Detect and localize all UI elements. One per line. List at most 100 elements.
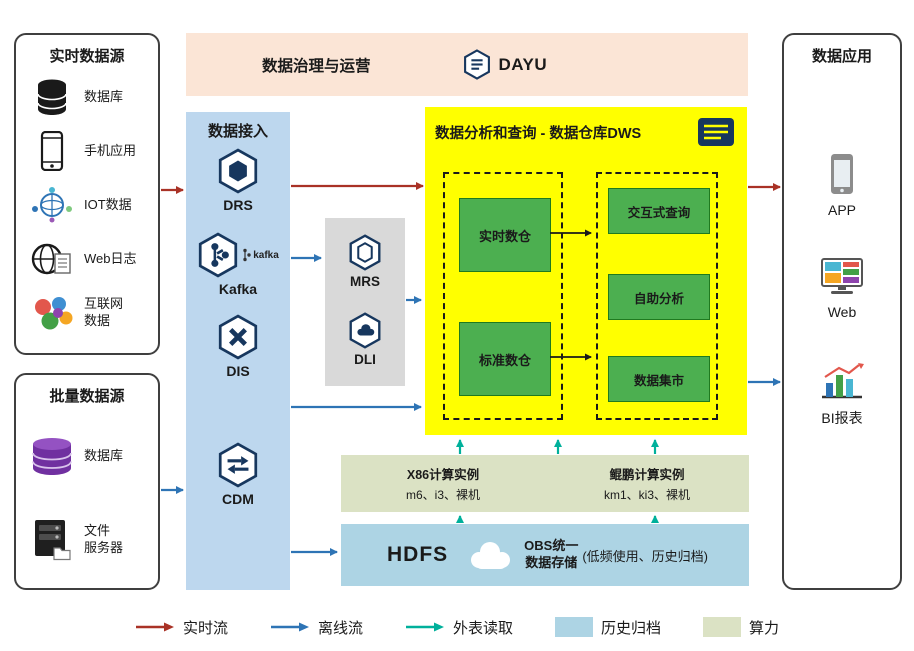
compute-kunpeng: 鲲鹏计算实例 km1、ki3、裸机 [545,455,749,512]
drs-icon [218,148,258,194]
service-label: Kafka [218,281,258,297]
source-item-batch-database: 数据库 [16,414,158,498]
module-realtime-warehouse: 实时数仓 [459,198,551,272]
source-item-fileserver: 文件 服务器 [16,498,158,582]
dli-icon [349,312,381,349]
legend-label: 历史归档 [601,619,662,637]
service-drs: DRS [186,148,290,213]
mrs-icon [349,234,381,271]
dayu-logo: DAYU [463,49,548,80]
governance-title: 数据治理与运营 [262,57,371,75]
legend-compute: 算力 [703,617,779,638]
source-label: Web日志 [84,250,137,266]
module-label: 自助分析 [633,291,684,306]
app-item-web: Web [784,257,900,320]
legend-archive-swatch [555,617,593,637]
service-mrs: MRS [325,234,405,289]
source-label: 文件 服务器 [84,523,124,555]
source-item-weblog: Web日志 [16,232,158,286]
dayu-label: DAYU [498,54,548,74]
ingest-column: 数据接入 DRS [186,112,290,590]
source-item-database: 数据库 [16,70,158,124]
compute-x86: X86计算实例 m6、i3、裸机 [341,455,545,512]
module-label: 实时数仓 [478,228,531,244]
module-label: 标准数仓 [478,352,531,368]
dayu-hexagon-icon [463,49,490,80]
apps-panel: 数据应用 APP [782,33,902,590]
service-label: DLI [354,352,376,367]
service-dli: DLI [325,312,405,367]
compute-strip: X86计算实例 m6、i3、裸机 鲲鹏计算实例 km1、ki3、裸机 [341,455,749,512]
service-label: DRS [223,197,253,213]
compute-specs: m6、i3、裸机 [405,488,480,502]
kafka-logo-icon [243,248,251,262]
app-label: BI报表 [821,410,863,426]
obs-note: (低频使用、历史归档) [582,548,709,564]
phone-icon [24,131,80,171]
web-monitor-icon [819,257,865,297]
legend-external-arrow-icon [405,622,444,632]
legend-external-read: 外表读取 [405,617,513,638]
realtime-sources-title: 实时数据源 [49,48,125,65]
ingest-title: 数据接入 [207,123,268,140]
source-label: IOT数据 [84,196,132,212]
weblog-globe-icon [24,240,80,278]
service-cdm: CDM [186,442,290,507]
legend-compute-swatch [703,617,742,637]
source-label: 数据库 [84,447,124,463]
app-item-app: APP [784,153,900,218]
module-self-service-analysis: 自助分析 [608,274,710,320]
dws-box: 数据分析和查询 - 数据仓库DWS 实时数仓 标准数仓 [425,107,747,435]
database-icon [24,77,80,117]
obs-label: OBS统一 数据存储 [524,538,579,570]
source-label: 互联网 数据 [84,296,124,328]
legend-label: 算力 [749,619,780,637]
app-label: APP [827,202,856,218]
file-server-icon [24,518,80,562]
legend-offline-arrow-icon [270,622,309,632]
cloud-icon [464,538,516,572]
module-standard-warehouse: 标准数仓 [459,322,551,396]
cdm-icon [218,442,258,488]
batch-sources-title: 批量数据源 [49,388,125,405]
app-label: Web [827,304,857,320]
governance-bar: 数据治理与运营 DAYU [186,33,748,96]
legend: 实时流 离线流 外表读取 历史归档 算力 [0,612,914,642]
source-label: 数据库 [84,88,124,104]
module-label: 数据集市 [633,373,684,388]
dis-icon [218,314,258,360]
source-label: 手机应用 [84,142,137,158]
kafka-wordmark-text: kafka [253,249,279,261]
realtime-sources-panel: 实时数据源 数据库 手机应用 [14,33,160,355]
hdfs-obs-strip: HDFS OBS统一 数据存储 (低频使用、历史归档) [341,524,749,586]
app-phone-icon [829,153,855,195]
report-icon [697,117,735,147]
compute-title: 鲲鹏计算实例 [609,468,685,482]
kafka-wordmark: kafka [242,248,279,262]
legend-label: 离线流 [317,619,363,637]
service-label: DIS [226,363,250,379]
service-label: MRS [350,274,380,289]
kafka-icon [199,232,238,278]
app-item-bi: BI报表 [784,363,900,428]
legend-realtime-flow: 实时流 [135,617,228,638]
compute-specs: km1、ki3、裸机 [603,488,690,502]
module-label: 交互式查询 [627,205,691,220]
source-item-iot: IOT数据 [16,178,158,232]
hdfs-label: HDFS [387,543,449,566]
iot-icon [24,186,80,224]
dws-warehouse-group: 实时数仓 标准数仓 [443,172,563,420]
legend-realtime-arrow-icon [135,622,174,632]
module-data-mart: 数据集市 [608,356,710,402]
module-interactive-query: 交互式查询 [608,188,710,234]
dws-title: 数据分析和查询 - 数据仓库DWS [435,126,642,142]
legend-archive: 历史归档 [555,617,661,638]
dws-analytics-group: 交互式查询 自助分析 数据集市 [596,172,718,420]
legend-offline-flow: 离线流 [270,617,363,638]
legend-label: 实时流 [182,619,228,637]
middleware-box: MRS DLI [325,218,405,386]
legend-label: 外表读取 [452,619,513,637]
batch-sources-panel: 批量数据源 数据库 [14,373,160,590]
dws-header: 数据分析和查询 - 数据仓库DWS [425,107,747,147]
